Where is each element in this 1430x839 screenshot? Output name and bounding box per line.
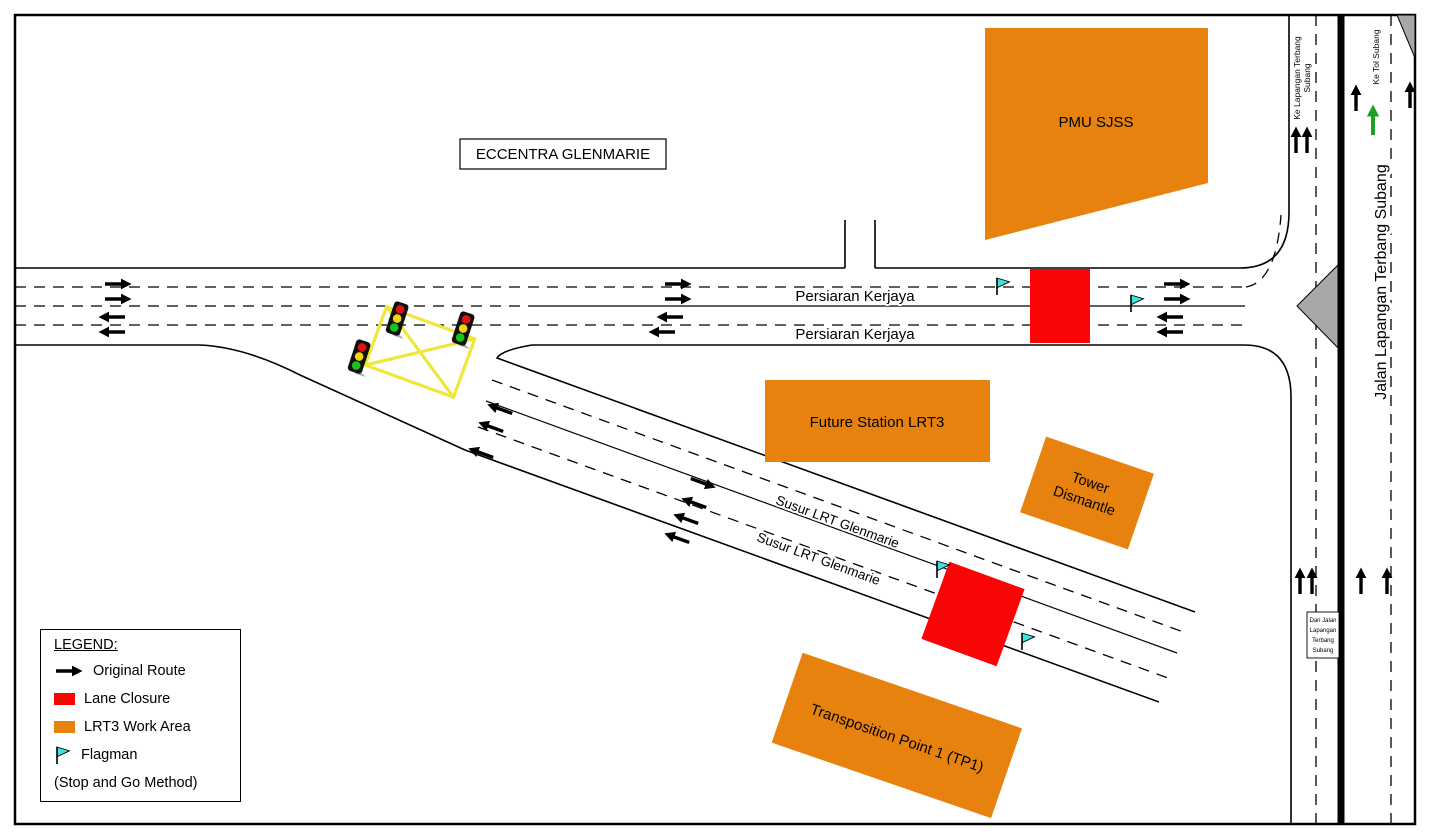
legend-item-label: Original Route	[93, 663, 186, 679]
legend-item-original-route: Original Route	[54, 657, 234, 685]
persiaran-bottom-edge-east	[532, 344, 1292, 825]
susur-lane-dash	[491, 379, 1187, 634]
lane-closure-persiaran	[1030, 269, 1090, 343]
lane-closure-swatch-icon	[54, 693, 75, 705]
lane-dashes	[15, 15, 1392, 825]
corner-gore-island	[1396, 14, 1416, 59]
dari-jalan-label: Dari Jalan	[1309, 618, 1336, 624]
tower-dismantle-area	[1020, 436, 1154, 550]
original-route-arrow-icon	[56, 665, 83, 677]
susur-bottom-edge	[15, 344, 1160, 703]
eccentra-label-box	[459, 138, 667, 170]
susur-lane-dash	[477, 426, 1169, 679]
dari-jalan-label: Lapangan	[1310, 628, 1337, 634]
dari-jalan-label: Subang	[1313, 648, 1334, 654]
work-area-swatch-icon	[54, 721, 75, 733]
lane-closures	[921, 269, 1090, 667]
future-station-label: Future Station LRT3	[810, 414, 945, 431]
flagman-legend-icon	[55, 746, 70, 765]
svg-text:Ke Tol Subang: Ke Tol Subang	[1371, 29, 1381, 84]
legend-item-label: LRT3 Work Area	[84, 719, 191, 735]
legend-note: (Stop and Go Method)	[54, 775, 198, 791]
legend-item-label: Lane Closure	[84, 691, 171, 707]
junction-turn-dash	[1245, 214, 1282, 288]
pmu-sjss-label: PMU SJSS	[1058, 114, 1133, 131]
ke-lapangan-label-line1: Ke Lapangan Terbang	[1290, 34, 1304, 122]
ke-lapangan-label-line2: Subang	[1300, 61, 1314, 95]
legend-item-lane-closure: Lane Closure	[54, 685, 234, 713]
ke-tol-subang-label: Ke Tol Subang	[1369, 27, 1383, 86]
legend: LEGEND: Original Route Lane Closure LRT3…	[40, 629, 241, 802]
work-areas	[765, 28, 1208, 819]
persiaran-top-edge-east	[875, 15, 1290, 269]
dari-jalan-label-box	[1306, 611, 1340, 659]
eccentra-glenmarie-label: ECCENTRA GLENMARIE	[476, 146, 650, 163]
persiaran-kerjaya-lower-label: Persiaran Kerjaya	[795, 326, 915, 343]
jalan-lapangan-label: Jalan Lapangan Terbang Subang	[1370, 161, 1394, 403]
legend-item-flagman: Flagman	[54, 741, 234, 769]
legend-item-label: Flagman	[81, 747, 138, 763]
road-edges	[15, 15, 1292, 825]
susur-median-line	[485, 400, 1178, 654]
persiaran-kerjaya-upper-label: Persiaran Kerjaya	[795, 288, 915, 305]
susur-top-edge	[495, 344, 1196, 613]
svg-text:Ke Lapangan Terbang: Ke Lapangan Terbang	[1292, 36, 1302, 120]
lane-closure-susur	[921, 561, 1025, 667]
svg-text:Jalan Lapangan Terbang Subang: Jalan Lapangan Terbang Subang	[1373, 164, 1390, 399]
legend-item-work-area: LRT3 Work Area	[54, 713, 234, 741]
branch-road-edges	[844, 220, 876, 268]
legend-title: LEGEND:	[54, 637, 118, 653]
future-station-area	[765, 380, 990, 462]
pmu-sjss-area	[985, 28, 1208, 240]
svg-text:Subang: Subang	[1302, 63, 1312, 93]
tp1-area	[771, 652, 1022, 819]
dari-jalan-label: Terbang	[1312, 638, 1334, 644]
